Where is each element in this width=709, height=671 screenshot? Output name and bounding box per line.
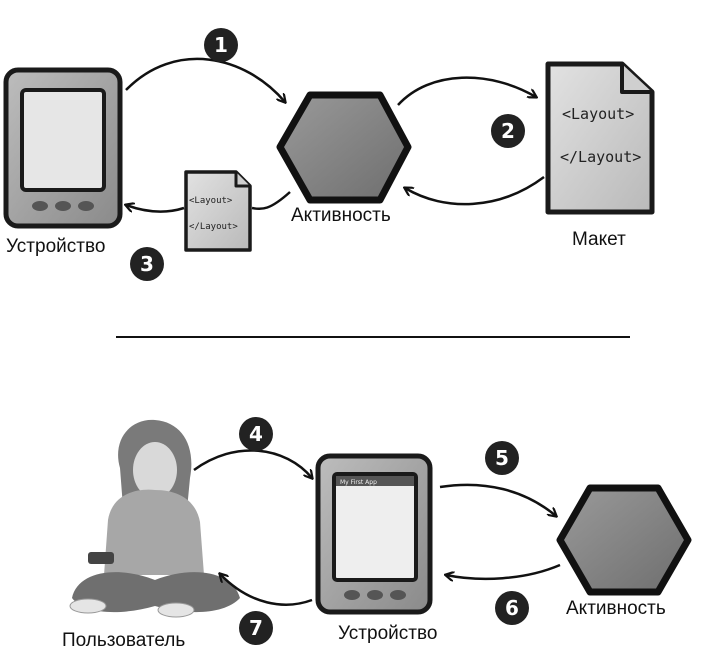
label-device-top: Устройство: [6, 236, 106, 257]
step-badge-1: 1: [204, 28, 238, 62]
arrow-activity-to-layout: [397, 76, 536, 106]
activity-hexagon-top: [276, 91, 412, 204]
label-user: Пользователь: [62, 630, 186, 651]
arrow-device-to-activity: [125, 57, 285, 102]
device-icon-top: [3, 67, 123, 229]
activity-hexagon-bottom: [556, 484, 692, 596]
device-screen-title: My First App: [340, 479, 377, 486]
arrow-user-to-device: [193, 449, 312, 478]
label-activity-top: Активность: [291, 205, 391, 226]
arrow-activity-to-device: [251, 191, 291, 211]
svg-text:1: 1: [214, 33, 228, 57]
arrow-device-to-activity-bottom: [439, 483, 556, 516]
label-activity-bottom: Активность: [566, 598, 666, 619]
svg-text:4: 4: [249, 422, 263, 446]
label-device-bottom: Устройство: [338, 623, 438, 644]
device-icon-bottom: My First App: [315, 453, 433, 615]
label-layout: Макет: [572, 229, 626, 250]
layout-document-icon: <Layout> </Layout>: [545, 61, 655, 215]
layout-close-tag: </Layout>: [560, 148, 641, 166]
layout-open-tag: <Layout>: [562, 105, 634, 123]
step-badge-7: 7: [239, 611, 273, 645]
step-badge-3: 3: [130, 247, 164, 281]
small-layout-document-icon: <Layout> </Layout>: [184, 170, 252, 252]
arrow-activity-to-device-bottom: [446, 563, 561, 579]
step-badge-6: 6: [495, 591, 529, 625]
user-illustration: [69, 419, 240, 618]
arrow-device-to-user: [220, 574, 313, 606]
svg-text:2: 2: [501, 119, 515, 143]
arrow-layout-to-activity: [405, 175, 545, 206]
svg-text:3: 3: [140, 252, 154, 276]
svg-text:7: 7: [249, 616, 263, 640]
small-layout-open-tag: <Layout>: [189, 196, 233, 206]
step-badge-4: 4: [239, 417, 273, 451]
step-badge-2: 2: [491, 114, 525, 148]
step-badge-5: 5: [485, 441, 519, 475]
arrow-small-doc-to-device: [126, 205, 185, 213]
svg-text:5: 5: [495, 446, 509, 470]
small-layout-close-tag: </Layout>: [189, 222, 238, 232]
svg-text:6: 6: [505, 596, 519, 620]
